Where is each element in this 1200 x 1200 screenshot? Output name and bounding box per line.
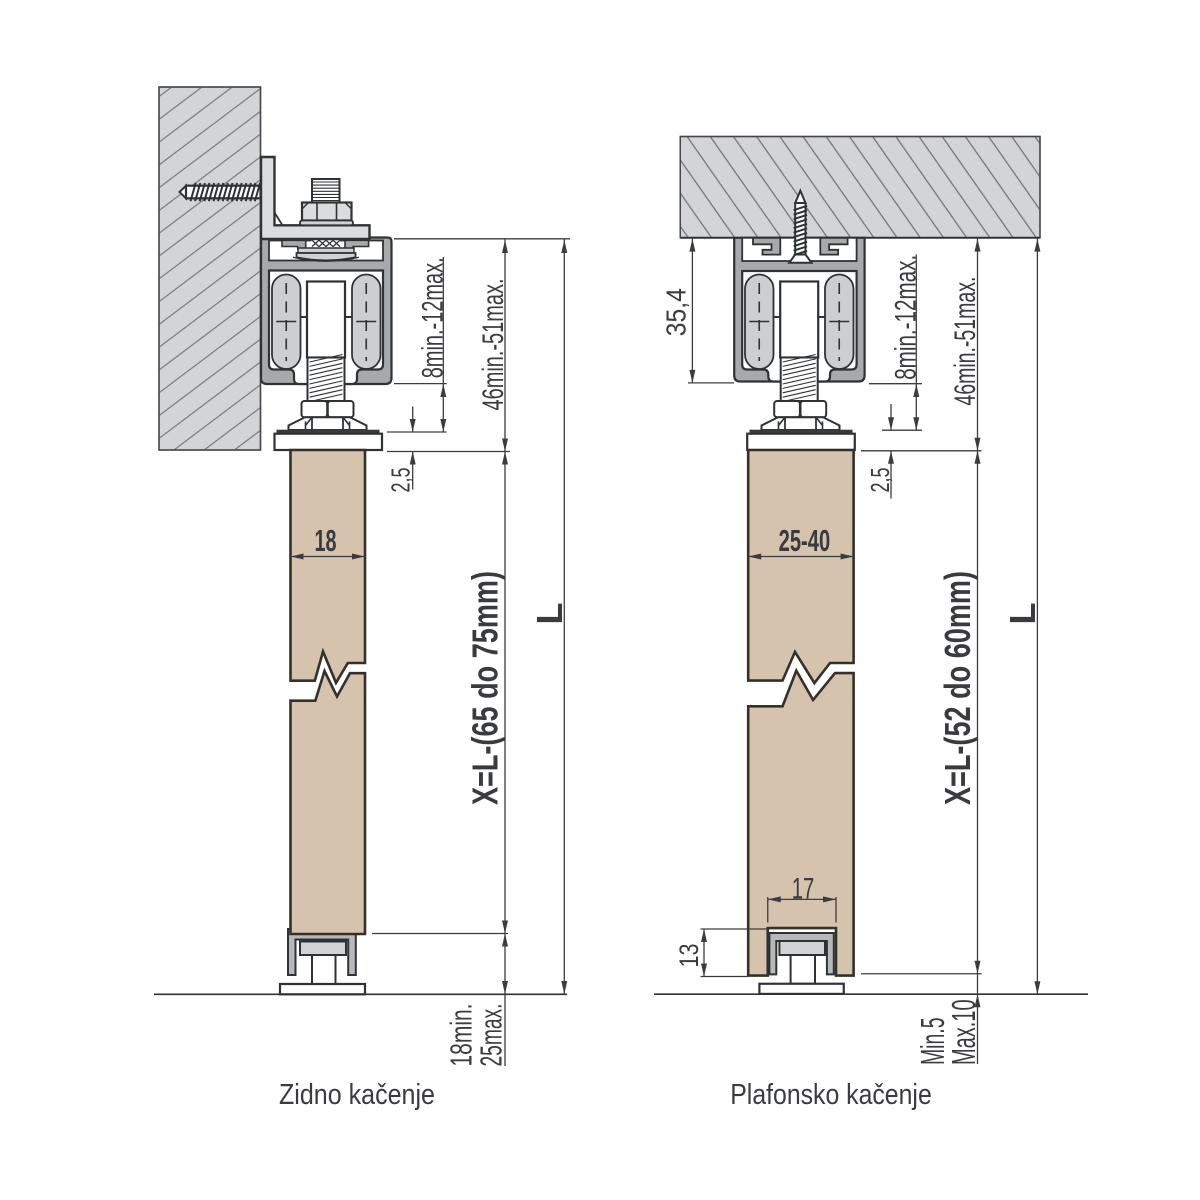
svg-text:13: 13 [674,944,704,968]
svg-text:46min.-51max.: 46min.-51max. [477,279,510,411]
svg-text:2,5: 2,5 [386,468,416,493]
svg-text:L: L [529,603,570,625]
svg-text:25max.: 25max. [474,1004,509,1067]
svg-text:L: L [1002,603,1043,625]
svg-text:2,5: 2,5 [865,468,895,493]
svg-text:35,4: 35,4 [660,288,691,336]
svg-text:17: 17 [792,872,815,905]
svg-text:25-40: 25-40 [779,523,831,558]
svg-text:18: 18 [315,523,337,558]
svg-text:X=L-(52 do 60mm): X=L-(52 do 60mm) [937,571,978,805]
svg-text:Plafonsko kačenje: Plafonsko kačenje [730,1079,932,1111]
svg-text:Zidno kačenje: Zidno kačenje [279,1079,435,1111]
svg-text:8min.-12max.: 8min.-12max. [890,255,923,380]
svg-text:18min.: 18min. [444,1004,479,1067]
svg-text:8min.-12max.: 8min.-12max. [417,257,450,378]
svg-text:Min.5: Min.5 [914,1018,951,1066]
svg-text:X=L-(65 do 75mm): X=L-(65 do 75mm) [465,571,506,805]
svg-text:46min.-51max.: 46min.-51max. [949,277,982,406]
svg-text:Max.10: Max.10 [945,999,982,1065]
